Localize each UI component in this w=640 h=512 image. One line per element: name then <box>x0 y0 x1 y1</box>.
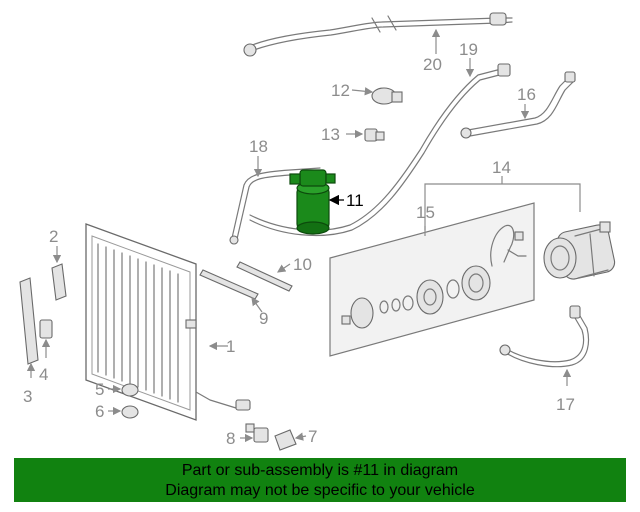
callout-15: 15 <box>416 203 435 222</box>
part-15-clutch-assembly <box>329 202 535 357</box>
part-17-hose <box>499 305 590 368</box>
part-16-hose <box>460 71 576 139</box>
part-11-receiver-drier <box>289 169 336 235</box>
part-14-compressor <box>543 221 616 280</box>
callout-19: 19 <box>459 40 478 59</box>
part-7-bracket <box>274 429 297 451</box>
callout-10: 10 <box>293 255 312 274</box>
callout-1: 1 <box>226 337 235 356</box>
callout-4: 4 <box>39 365 48 384</box>
part-13-sensor <box>364 128 385 142</box>
part-14-bracket <box>424 176 581 230</box>
callout-9: 9 <box>259 309 268 328</box>
callout-2: 2 <box>49 227 58 246</box>
banner-line-1: Part or sub-assembly is #11 in diagram <box>181 462 459 479</box>
callout-7: 7 <box>308 427 317 446</box>
part-6-grommet <box>121 405 139 419</box>
part-8-valve <box>245 423 269 443</box>
part-12-pressure-switch <box>371 87 403 105</box>
callout-16: 16 <box>517 85 536 104</box>
part-2-bracket <box>51 263 67 301</box>
callout-13: 13 <box>321 125 340 144</box>
part-20-hose <box>243 12 513 57</box>
exploded-parts-diagram: 20 19 12 13 16 18 <box>19 12 616 451</box>
callout-11: 11 <box>346 191 364 210</box>
callout-17: 17 <box>556 395 575 414</box>
part-4-clip <box>39 319 53 339</box>
banner-line-2: Diagram may not be specific to your vehi… <box>165 482 475 499</box>
callout-14: 14 <box>492 158 511 177</box>
callout-8: 8 <box>226 429 235 448</box>
part-9-seal-strip <box>199 269 259 300</box>
callout-12: 12 <box>331 81 350 100</box>
callout-6: 6 <box>95 402 104 421</box>
info-banner: Part or sub-assembly is #11 in diagram D… <box>14 458 626 502</box>
part-3-side-bracket <box>19 277 39 365</box>
part-1-condenser <box>85 223 251 421</box>
callout-5: 5 <box>95 380 104 399</box>
callout-20: 20 <box>423 55 442 74</box>
part-10-seal-strip <box>236 261 293 292</box>
callout-18: 18 <box>249 137 268 156</box>
part-5-grommet <box>121 383 139 397</box>
callout-3: 3 <box>23 387 32 406</box>
